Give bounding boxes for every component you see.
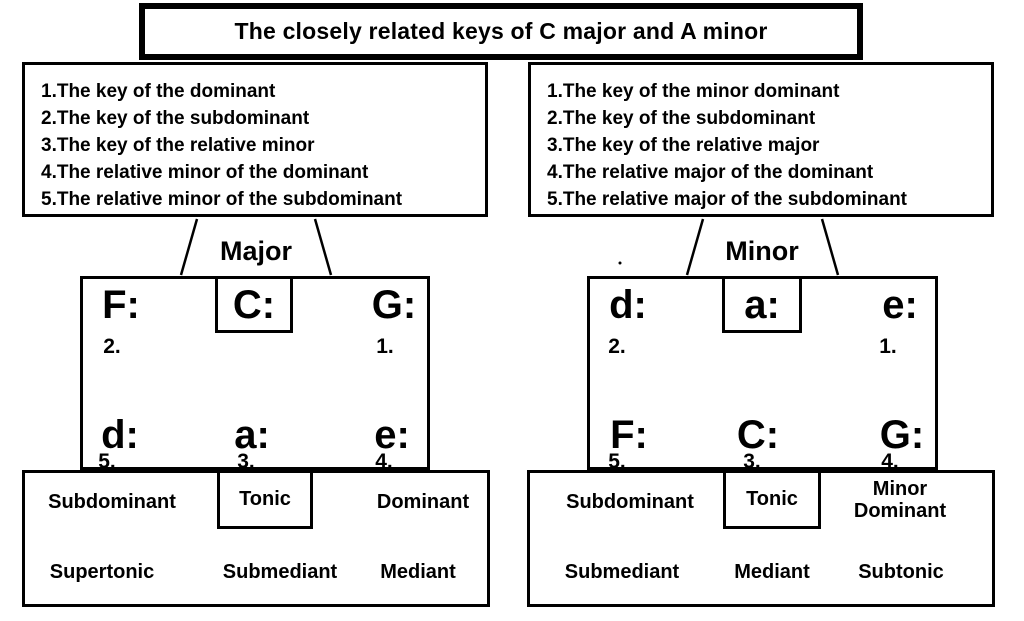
stray-dot-artifact: [618, 261, 622, 265]
key-label-e-minor: e:: [882, 283, 918, 327]
rule-item: 2.The key of the subdominant: [41, 108, 310, 129]
heading-major: Major: [219, 236, 292, 266]
key-num: 2.: [608, 335, 626, 358]
title-box: The closely related keys of C major and …: [139, 3, 863, 60]
function-label-minor-dominant: Minor Dominant: [853, 478, 947, 522]
rule-item: 2.The key of the subdominant: [547, 108, 816, 129]
rules-box-major: 1.The key of the dominant 2.The key of t…: [22, 62, 488, 217]
key-num: 4.: [881, 450, 899, 473]
key-label-c: C:: [736, 413, 780, 457]
key-num: 1.: [376, 335, 394, 358]
key-label-a-minor: a:: [744, 282, 780, 327]
key-label-d-minor: d:: [609, 283, 647, 327]
key-label-c-major: C:: [232, 282, 276, 327]
key-num: 5.: [608, 450, 626, 473]
key-num: 2.: [103, 335, 121, 358]
page-title: The closely related keys of C major and …: [234, 18, 768, 44]
heading-minor: Minor: [725, 236, 799, 266]
function-label-subtonic: Subtonic: [858, 561, 944, 583]
rule-item: 5.The relative minor of the subdominant: [41, 189, 403, 210]
function-label-mediant: Mediant: [734, 561, 810, 583]
center-key-box-minor: a:: [722, 276, 802, 333]
rule-item: 5.The relative major of the subdominant: [547, 189, 908, 210]
key-num: 5.: [98, 450, 116, 473]
function-label-subdominant: Subdominant: [48, 491, 176, 513]
rule-item: 1.The key of the minor dominant: [547, 81, 840, 102]
rule-item: 4.The relative minor of the dominant: [41, 162, 369, 183]
function-label-dominant: Dominant: [376, 491, 470, 513]
key-label-g: G:: [371, 283, 417, 327]
key-label-g-major: G:: [879, 413, 925, 457]
key-label-d: d:: [101, 413, 139, 457]
key-num: 3.: [743, 450, 761, 473]
rules-box-minor: 1.The key of the minor dominant 2.The ke…: [528, 62, 994, 217]
function-label-supertonic: Supertonic: [49, 561, 155, 583]
key-label-e: e:: [374, 413, 410, 457]
rule-item: 3.The key of the relative minor: [41, 135, 315, 156]
tonic-box-major: Tonic: [217, 470, 313, 529]
function-label-mediant: Mediant: [380, 561, 456, 583]
rule-item: 3.The key of the relative major: [547, 135, 820, 156]
function-label-tonic: Tonic: [746, 488, 798, 510]
function-label-subdominant: Subdominant: [566, 491, 694, 513]
key-label-f-major: F:: [610, 413, 648, 457]
tonic-box-minor: Tonic: [723, 470, 821, 529]
rule-item: 4.The relative major of the dominant: [547, 162, 874, 183]
function-label-tonic: Tonic: [239, 488, 291, 510]
center-key-box-major: C:: [215, 276, 293, 333]
key-num: 4.: [375, 450, 393, 473]
function-label-submediant: Submediant: [564, 561, 680, 583]
key-num: 1.: [879, 335, 897, 358]
key-label-a: a:: [234, 413, 270, 457]
key-label-f: F:: [102, 283, 140, 327]
function-label-submediant: Submediant: [222, 561, 338, 583]
rule-item: 1.The key of the dominant: [41, 81, 276, 102]
key-num: 3.: [237, 450, 255, 473]
